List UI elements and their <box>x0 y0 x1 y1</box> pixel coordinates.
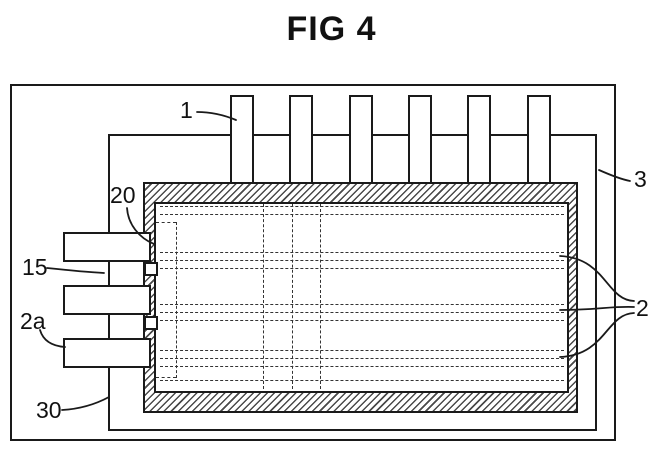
electrode-layer-line <box>160 380 564 381</box>
terminal-pin <box>289 95 313 184</box>
lead-tab <box>63 232 151 262</box>
electrode-layer-line <box>160 320 564 321</box>
electrode-layer-line <box>160 366 564 367</box>
terminal-pin <box>230 95 254 184</box>
electrode-layer-line <box>160 350 564 351</box>
electrode-layer-line <box>160 268 564 269</box>
ref-label-30: 30 <box>36 397 62 423</box>
stack-boundary-dashed <box>156 377 176 378</box>
electrode-layer-line <box>160 312 564 313</box>
contact-pad-square <box>144 316 158 330</box>
fold-line <box>320 204 321 389</box>
lead-tab <box>63 285 151 315</box>
electrode-layer-line <box>160 358 564 359</box>
terminal-pin <box>349 95 373 184</box>
ref-label-2a: 2a <box>20 308 46 334</box>
fold-line <box>263 204 264 389</box>
contact-pad-square <box>144 262 158 276</box>
terminal-pin <box>408 95 432 184</box>
lead-tab <box>63 338 151 368</box>
ref-label-20: 20 <box>110 182 136 208</box>
electrode-layer-line <box>160 304 564 305</box>
stack-boundary-dashed <box>156 222 176 223</box>
electrode-layer-line <box>160 214 564 215</box>
ref-label-3: 3 <box>634 166 647 192</box>
fold-line <box>292 204 293 389</box>
terminal-pin <box>467 95 491 184</box>
terminal-pin <box>527 95 551 184</box>
ref-label-15: 15 <box>22 254 48 280</box>
electrode-layer-line <box>160 252 564 253</box>
ref-label-2: 2 <box>636 295 649 321</box>
stack-boundary-dashed <box>176 222 177 378</box>
cell-region <box>154 202 569 393</box>
ref-label-1: 1 <box>180 97 193 123</box>
electrode-layer-line <box>160 260 564 261</box>
figure-title: FIG 4 <box>286 10 377 48</box>
electrode-layer-line <box>160 206 564 207</box>
